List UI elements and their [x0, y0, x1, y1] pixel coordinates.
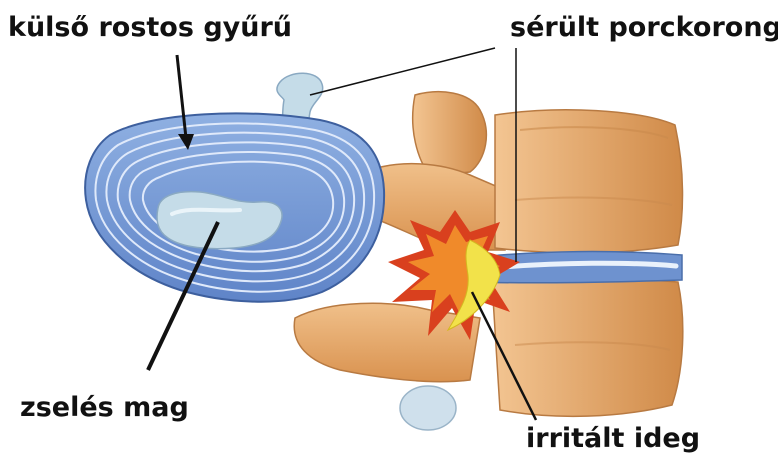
disc-top-view: [85, 113, 384, 301]
label-outer-fibrous-ring: külső rostos gyűrű: [8, 14, 292, 41]
label-damaged-disc: sérült porckorong: [510, 14, 778, 41]
label-gel-nucleus: zselés mag: [20, 394, 189, 421]
upper-vertebral-body: [495, 110, 683, 253]
label-irritated-nerve: irritált ideg: [526, 425, 700, 452]
lower-articular-process: [400, 386, 456, 430]
lower-process: [294, 303, 480, 381]
pointer-damaged-disc: [310, 48, 495, 95]
